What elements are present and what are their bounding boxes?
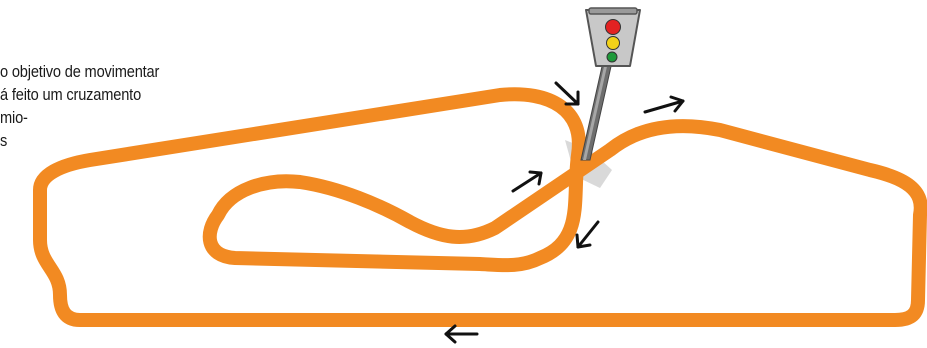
caption-line: o objetivo de movimentar <box>0 62 160 81</box>
track-path <box>33 87 927 327</box>
caption-line: á feito um cruzamento <box>0 85 142 104</box>
traffic-light-icon <box>580 7 641 161</box>
caption-line: mio- <box>0 108 28 127</box>
arrow-icon <box>511 170 543 193</box>
arrow-icon <box>444 324 479 344</box>
yellow-light-icon <box>606 36 620 50</box>
arrow-icon <box>575 220 600 249</box>
caption-text: o objetivo de movimentar á feito um cruz… <box>0 60 258 152</box>
pole-highlight <box>583 62 608 160</box>
green-light-icon <box>606 51 618 63</box>
red-light-icon <box>605 19 621 35</box>
signal-cap <box>588 7 638 15</box>
arrow-icon <box>554 81 580 106</box>
arrow-icon <box>643 95 685 114</box>
caption-line: s <box>0 131 8 150</box>
